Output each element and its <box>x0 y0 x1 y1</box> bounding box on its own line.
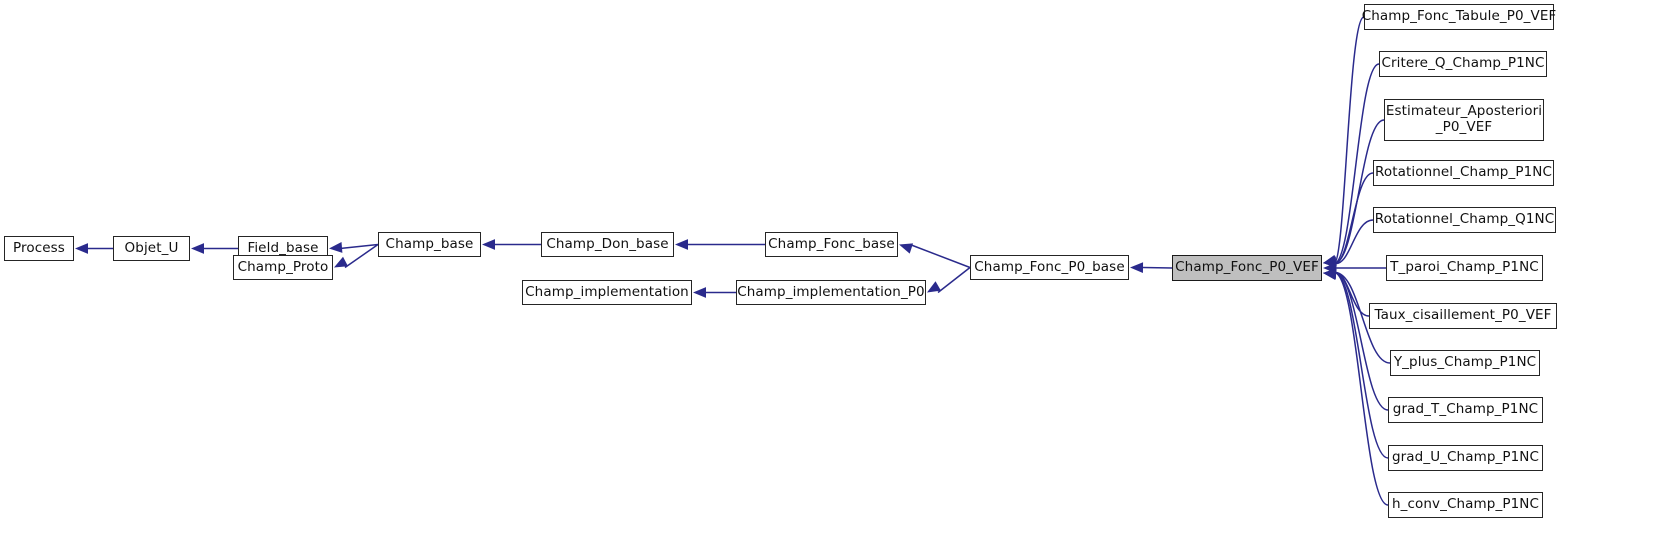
inheritance-edge <box>909 243 971 269</box>
class-node-champ_base[interactable]: Champ_base <box>378 232 481 257</box>
inheritance-arrowhead <box>1323 268 1337 280</box>
inheritance-edge <box>339 243 379 250</box>
inheritance-arrowhead <box>482 239 495 250</box>
class-node-rotationnel_champ_p1nc[interactable]: Rotationnel_Champ_P1NC <box>1373 160 1554 186</box>
inheritance-edge <box>344 243 379 269</box>
inheritance-arrowhead <box>329 242 343 253</box>
inheritance-edge <box>1333 219 1374 265</box>
class-node-champ_implementation[interactable]: Champ_implementation <box>522 280 692 305</box>
class-node-grad_t_champ_p1nc[interactable]: grad_T_Champ_P1NC <box>1388 397 1543 423</box>
inheritance-arrowhead <box>75 243 88 254</box>
class-node-estimateur_aposteriori[interactable]: Estimateur_Aposteriori _P0_VEF <box>1384 99 1544 141</box>
class-node-champ_fonc_tabule_p0_vef[interactable]: Champ_Fonc_Tabule_P0_VEF <box>1362 4 1556 30</box>
class-node-champ_implementation_p0[interactable]: Champ_implementation_P0 <box>736 280 926 305</box>
inheritance-edge <box>1333 16 1365 265</box>
inheritance-edge <box>1333 271 1389 459</box>
inheritance-edge <box>937 266 971 294</box>
class-node-taux_cisaillement_p0_vef[interactable]: Taux_cisaillement_P0_VEF <box>1369 303 1557 329</box>
inheritance-arrowhead <box>927 281 941 293</box>
class-node-champ_fonc_p0_base[interactable]: Champ_Fonc_P0_base <box>970 255 1129 280</box>
inheritance-arrowhead <box>1323 257 1337 268</box>
class-node-champ_fonc_p0_vef[interactable]: Champ_Fonc_P0_VEF <box>1172 255 1322 281</box>
class-node-champ_don_base[interactable]: Champ_Don_base <box>541 232 674 257</box>
inheritance-edge <box>1333 271 1389 411</box>
inheritance-arrowhead <box>1323 255 1337 267</box>
inheritance-arrowhead <box>1130 262 1144 274</box>
class-node-grad_u_champ_p1nc[interactable]: grad_U_Champ_P1NC <box>1388 445 1543 471</box>
inheritance-edge <box>1333 172 1374 265</box>
inheritance-arrowhead <box>1323 269 1337 281</box>
inheritance-arrowhead <box>334 256 349 268</box>
inheritance-arrowhead <box>1323 269 1337 280</box>
inheritance-arrowhead <box>1323 262 1336 274</box>
class-node-critere_q_champ_p1nc[interactable]: Critere_Q_Champ_P1NC <box>1379 51 1547 77</box>
inheritance-edge <box>1140 266 1173 269</box>
class-node-y_plus_champ_p1nc[interactable]: Y_plus_Champ_P1NC <box>1390 350 1540 376</box>
inheritance-arrowhead <box>1323 254 1337 266</box>
inheritance-arrowhead <box>675 239 688 250</box>
inheritance-arrowhead <box>1323 256 1337 268</box>
class-node-objet_u[interactable]: Objet_U <box>113 236 190 261</box>
inheritance-arrowhead <box>693 287 706 298</box>
class-node-champ_fonc_base[interactable]: Champ_Fonc_base <box>765 232 898 257</box>
inheritance-arrowhead <box>1323 268 1337 280</box>
class-node-t_paroi_champ_p1nc[interactable]: T_paroi_Champ_P1NC <box>1386 255 1543 281</box>
class-node-process[interactable]: Process <box>4 236 74 261</box>
class-node-h_conv_champ_p1nc[interactable]: h_conv_Champ_P1NC <box>1388 492 1543 518</box>
class-node-champ_proto[interactable]: Champ_Proto <box>233 255 333 280</box>
inheritance-arrowhead <box>1323 256 1337 268</box>
inheritance-arrowhead <box>899 243 914 254</box>
inheritance-edge <box>1333 271 1370 317</box>
inheritance-edge <box>1333 119 1385 265</box>
inheritance-arrowhead <box>1323 268 1337 279</box>
class-node-rotationnel_champ_q1nc[interactable]: Rotationnel_Champ_Q1NC <box>1373 207 1556 233</box>
inheritance-arrowhead <box>191 243 204 254</box>
